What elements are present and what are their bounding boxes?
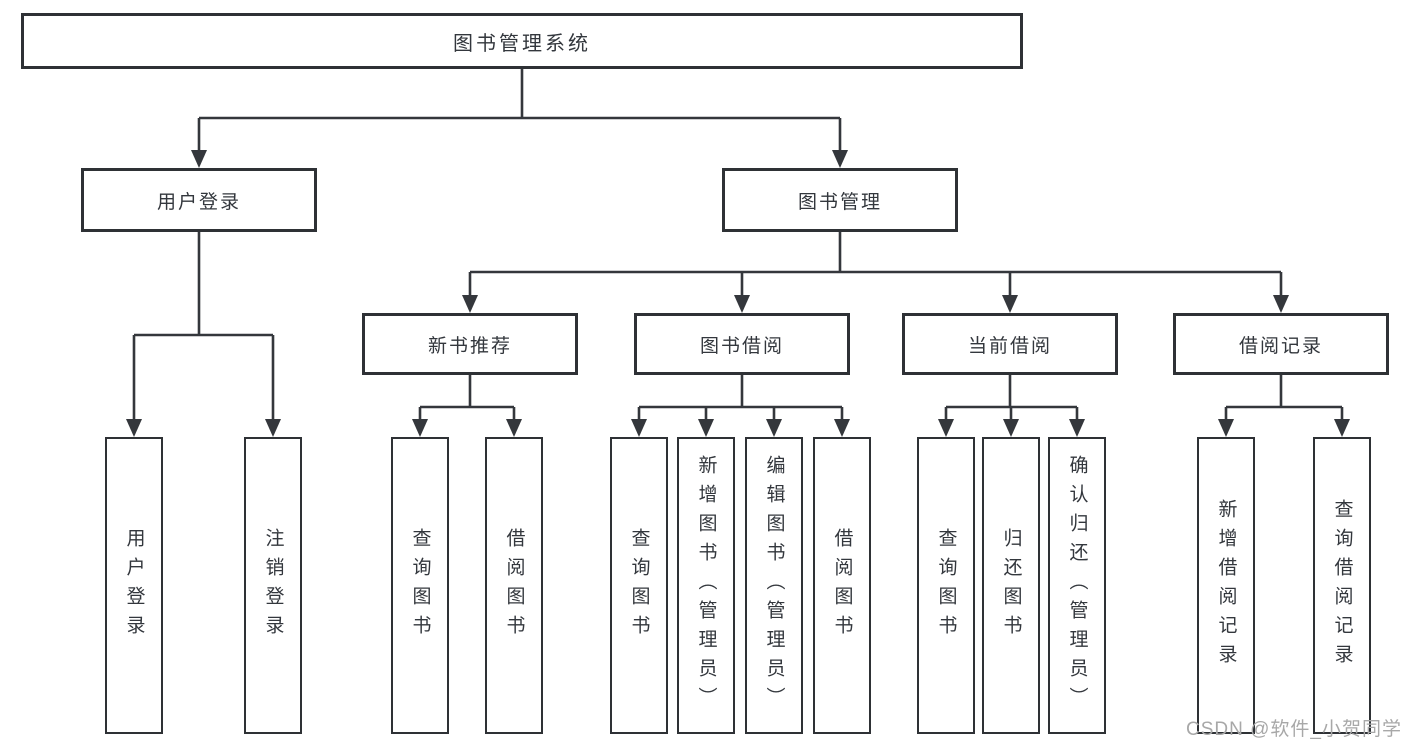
- node-leaf-confirm-return-admin: 确认归还（管理员）: [1048, 437, 1106, 734]
- node-current-borrowing: 当前借阅: [902, 313, 1118, 375]
- leaf-label: 新增图书（管理员）: [695, 455, 717, 716]
- node-leaf-add-books-admin: 新增图书（管理员）: [677, 437, 735, 734]
- node-leaf-query-borrow-record: 查询借阅记录: [1313, 437, 1371, 734]
- leaf-label: 确认归还（管理员）: [1066, 455, 1088, 716]
- leaf-label: 用户登录: [123, 527, 145, 644]
- node-leaf-return-books: 归还图书: [982, 437, 1040, 734]
- node-new-book-recommendation: 新书推荐: [362, 313, 578, 375]
- node-leaf-add-borrow-record: 新增借阅记录: [1197, 437, 1255, 734]
- leaf-label: 查询图书: [935, 527, 957, 644]
- leaf-label: 归还图书: [1000, 527, 1022, 644]
- node-leaf-logout: 注销登录: [244, 437, 302, 734]
- leaf-label: 编辑图书（管理员）: [763, 455, 785, 716]
- node-leaf-user-login: 用户登录: [105, 437, 163, 734]
- node-label: 借阅记录: [1238, 335, 1323, 357]
- node-user-login-branch: 用户登录: [81, 168, 317, 232]
- leaf-label: 借阅图书: [503, 527, 525, 644]
- node-borrowing-records: 借阅记录: [1173, 313, 1389, 375]
- node-label: 图书管理: [797, 191, 882, 213]
- node-book-borrowing: 图书借阅: [634, 313, 850, 375]
- node-label: 图书借阅: [699, 335, 784, 357]
- csdn-watermark: CSDN @软件_小贺同学: [1186, 719, 1402, 740]
- leaf-label: 查询借阅记录: [1331, 498, 1353, 673]
- node-label: 图书管理系统: [453, 32, 591, 55]
- node-book-management-branch: 图书管理: [722, 168, 958, 232]
- node-library-management-system: 图书管理系统: [21, 13, 1023, 69]
- arrowhead-icons: [126, 150, 1350, 437]
- leaf-label: 注销登录: [262, 527, 284, 644]
- node-label: 用户登录: [156, 191, 241, 213]
- node-leaf-edit-books-admin: 编辑图书（管理员）: [745, 437, 803, 734]
- leaf-label: 新增借阅记录: [1215, 498, 1237, 673]
- leaf-label: 借阅图书: [831, 527, 853, 644]
- node-leaf-query-books-current: 查询图书: [917, 437, 975, 734]
- node-leaf-query-books-recommend: 查询图书: [391, 437, 449, 734]
- node-leaf-query-books-borrow: 查询图书: [610, 437, 668, 734]
- node-leaf-borrow-books-recommend: 借阅图书: [485, 437, 543, 734]
- leaf-label: 查询图书: [409, 527, 431, 644]
- node-label: 当前借阅: [967, 335, 1052, 357]
- node-leaf-borrow-books: 借阅图书: [813, 437, 871, 734]
- leaf-label: 查询图书: [628, 527, 650, 644]
- node-label: 新书推荐: [427, 335, 512, 357]
